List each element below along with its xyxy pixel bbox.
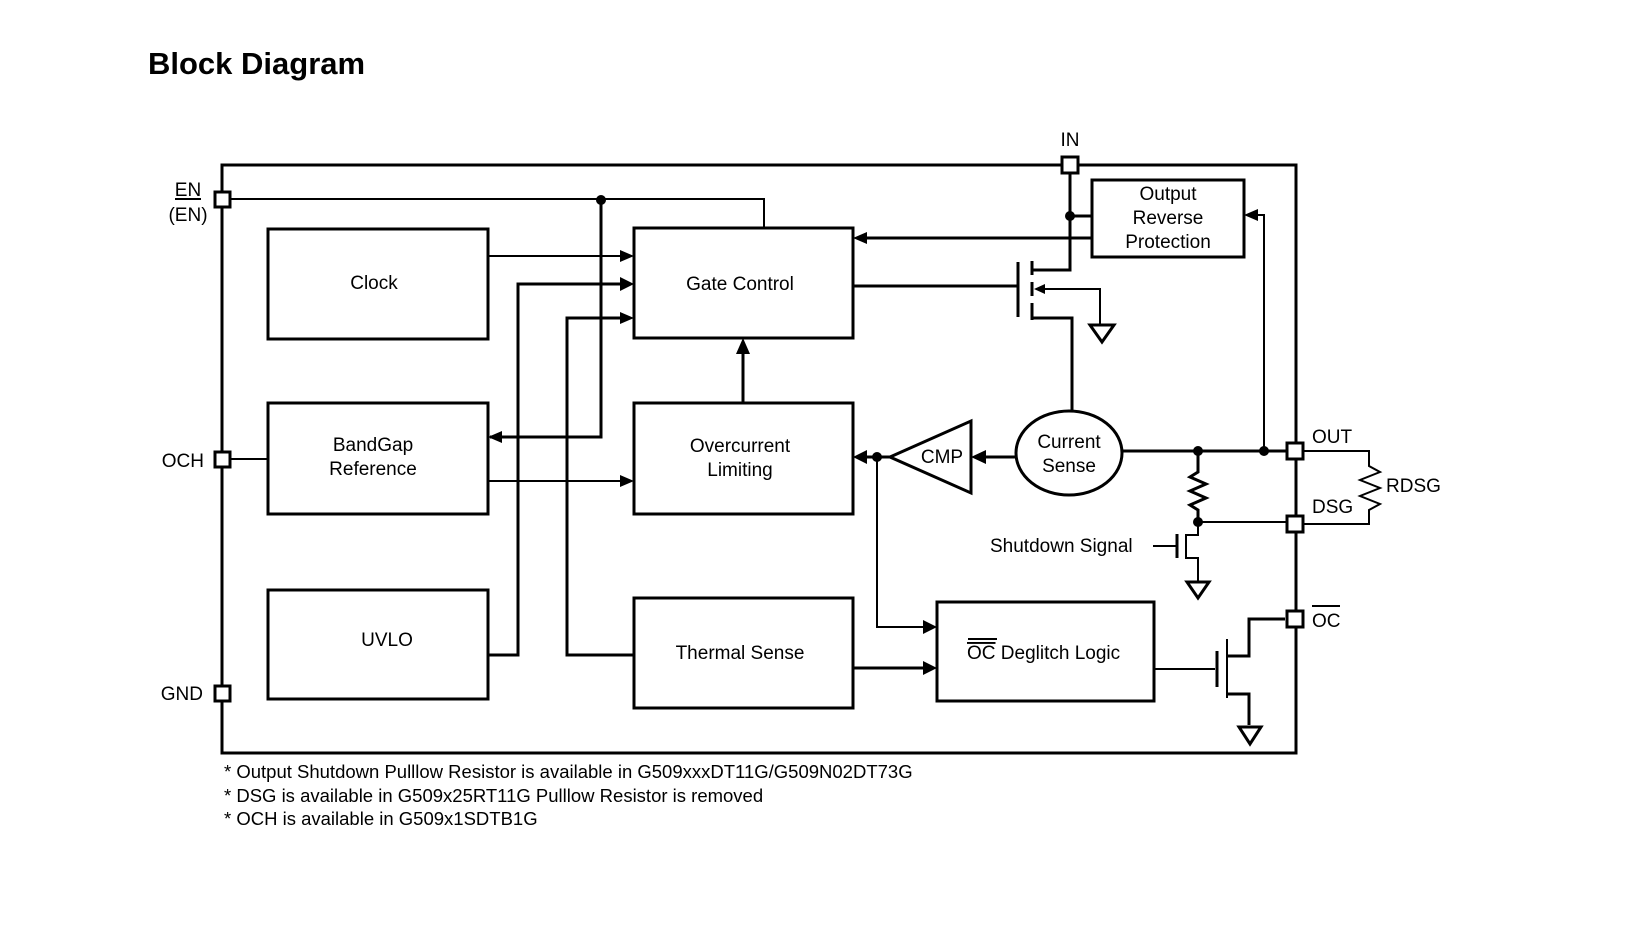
arrow-cmp-to-overcurrent bbox=[853, 450, 867, 464]
pin-och bbox=[213, 450, 232, 469]
pin-en bbox=[213, 190, 232, 209]
orp-label-2: Reverse bbox=[1133, 208, 1204, 229]
pin-och-label: OCH bbox=[162, 451, 204, 472]
pin-dsg-label: DSG bbox=[1312, 497, 1353, 518]
wire-cs-to-mosfet bbox=[1033, 316, 1074, 411]
current-sense-label-1: Current bbox=[1037, 432, 1101, 453]
orp-label-1: Output bbox=[1139, 184, 1197, 205]
pin-dsg bbox=[1285, 514, 1305, 534]
wire-mosfet-body bbox=[1036, 288, 1101, 325]
arrow-overcurrent-to-gate bbox=[736, 338, 750, 354]
block-uvlo bbox=[266, 588, 490, 701]
page-title: Block Diagram bbox=[148, 46, 366, 81]
block-gate-control-label: Gate Control bbox=[686, 274, 794, 295]
footnote: * Output Shutdown Pulllow Resistor is av… bbox=[224, 761, 913, 782]
arrow-to-bandgap bbox=[488, 431, 502, 443]
ground-symbol-mosfet bbox=[1087, 323, 1117, 345]
footnote: * OCH is available in G509x1SDTB1G bbox=[224, 808, 538, 829]
wire-out-to-orp bbox=[1256, 214, 1265, 451]
arrow-cs-to-cmp bbox=[971, 450, 986, 464]
block-oc-deglitch-logic bbox=[935, 600, 1156, 703]
pin-out bbox=[1285, 441, 1305, 461]
arrow-thermal-to-gate bbox=[620, 312, 634, 324]
current-sense-ellipse bbox=[1014, 409, 1124, 497]
resistor-rdsg bbox=[1295, 450, 1383, 525]
ground-symbol-shutdown bbox=[1184, 580, 1212, 601]
block-gate-control bbox=[632, 226, 855, 340]
wire-en-to-bandgap bbox=[490, 200, 603, 439]
ground-symbol-oc bbox=[1236, 725, 1264, 747]
arrow-orp-to-gate bbox=[853, 232, 867, 244]
block-overcurrent-limiting bbox=[632, 401, 855, 516]
block-bandgap-label-1: BandGap bbox=[333, 435, 413, 456]
block-uvlo-label: UVLO bbox=[361, 630, 413, 651]
rdsg-label: RDSG bbox=[1386, 476, 1441, 497]
wire-oc-source bbox=[1228, 692, 1251, 725]
pin-oc-label: OC bbox=[1312, 611, 1341, 632]
arrow-uvlo-to-gate bbox=[620, 277, 634, 291]
arrow-clock-to-gate bbox=[620, 250, 634, 262]
arrow-thermal-to-deglitch bbox=[923, 661, 937, 675]
wire-uvlo-to-gate bbox=[488, 282, 622, 657]
arrow-bandgap-to-overcurrent bbox=[620, 475, 634, 487]
arrow-mosfet-body bbox=[1034, 284, 1045, 294]
pin-in-label: IN bbox=[1061, 130, 1080, 151]
block-oc-deglitch-label: OC Deglitch Logic bbox=[967, 643, 1120, 664]
arrow-cmp-to-deglitch bbox=[923, 620, 937, 634]
block-clock-label: Clock bbox=[350, 273, 398, 294]
pin-out-label: OUT bbox=[1312, 427, 1353, 448]
wire-in bbox=[1033, 172, 1072, 272]
footnotes: * Output Shutdown Pulllow Resistor is av… bbox=[224, 760, 913, 831]
block-clock bbox=[266, 227, 490, 341]
pin-in bbox=[1060, 155, 1080, 175]
block-overcurrent-label-2: Limiting bbox=[707, 460, 772, 481]
footnote: * DSG is available in G509x25RT11G Pulll… bbox=[224, 784, 764, 806]
pin-gnd-label: GND bbox=[161, 684, 203, 705]
block-thermal-sense bbox=[632, 596, 855, 710]
shutdown-signal-label: Shutdown Signal bbox=[990, 536, 1133, 557]
comparator-label: CMP bbox=[921, 447, 963, 468]
wire-cmp-to-deglitch bbox=[876, 457, 925, 628]
wire-en-bus bbox=[222, 198, 765, 228]
wire-oc-drain bbox=[1228, 617, 1285, 658]
deglitch-text: Deglitch Logic bbox=[996, 643, 1121, 664]
oc-overbar-text: OC bbox=[967, 643, 996, 664]
resistor-internal bbox=[1186, 451, 1210, 522]
block-output-reverse-protection bbox=[1090, 178, 1246, 259]
arrow-out-to-orp bbox=[1244, 209, 1258, 221]
shutdown-mosfet-body bbox=[1185, 522, 1199, 582]
pin-en-label: EN bbox=[175, 180, 201, 201]
pin-en-alt-label: (EN) bbox=[168, 205, 207, 226]
pin-oc bbox=[1285, 609, 1305, 629]
block-bandgap-label-2: Reference bbox=[329, 459, 417, 480]
orp-label-3: Protection bbox=[1125, 232, 1211, 253]
block-thermal-sense-label: Thermal Sense bbox=[676, 643, 805, 664]
current-sense-label-2: Sense bbox=[1042, 456, 1096, 477]
pin-gnd bbox=[213, 684, 232, 703]
wire-thermal-to-gate bbox=[565, 316, 634, 657]
block-overcurrent-label-1: Overcurrent bbox=[690, 436, 791, 457]
